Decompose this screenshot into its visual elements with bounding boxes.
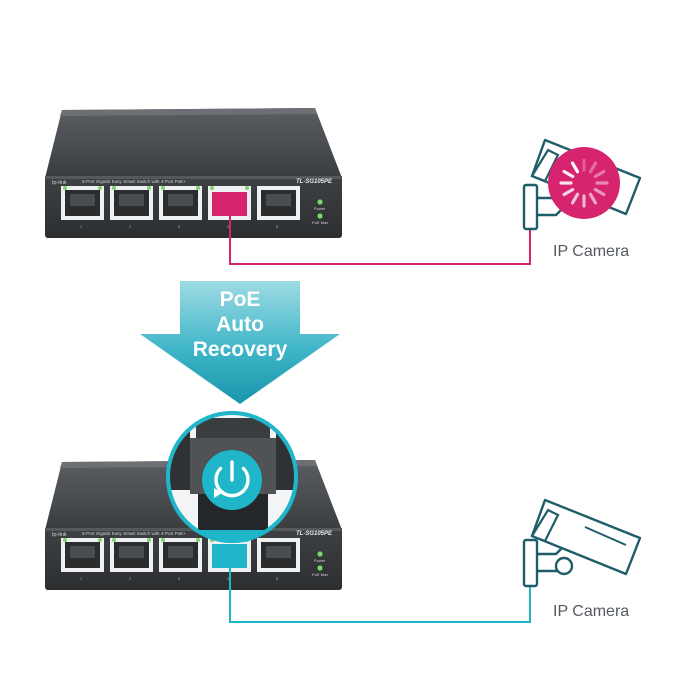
port-4-recovered — [208, 538, 251, 572]
power-led — [317, 551, 323, 557]
arrow-text-line3: Recovery — [193, 338, 288, 361]
port-2 — [110, 538, 153, 572]
port-number: 3 — [178, 576, 181, 581]
switch-description: 5-Port Gigabit Easy Smart Switch with 4-… — [82, 179, 186, 184]
spinner-tick — [588, 161, 598, 174]
port-5 — [257, 186, 300, 220]
port-number: 2 — [129, 224, 132, 229]
port-number: 5 — [276, 576, 279, 581]
arrow-text-line1: PoE — [220, 288, 261, 311]
spinner-tick — [562, 187, 575, 197]
camera-bottom-label: IP Camera — [553, 603, 629, 620]
camera-top-label: IP Camera — [553, 243, 629, 260]
poe-cable-recovered — [229, 562, 531, 623]
port-number: 1 — [80, 576, 83, 581]
power-led — [317, 199, 323, 205]
switch-top: tp-link 5-Port Gigabit Easy Smart Switch… — [45, 108, 342, 238]
port-number: 5 — [276, 224, 279, 229]
brand-logo: tp-link — [52, 180, 67, 186]
brand-logo: tp-link — [52, 532, 67, 538]
model-label: TL-SG105PE — [296, 531, 333, 537]
port-number: 3 — [178, 224, 181, 229]
port-3 — [159, 538, 202, 572]
poe-cable-faulty — [229, 205, 531, 265]
port-number: 1 — [80, 224, 83, 229]
spinner-icon — [548, 147, 620, 219]
port-1 — [61, 538, 104, 572]
spinner-tick — [593, 187, 606, 197]
port-number: 2 — [129, 576, 132, 581]
power-led-label: Power — [314, 558, 326, 563]
recovery-arrow — [140, 281, 340, 404]
spinner-tick — [588, 192, 598, 205]
power-led-label: Power — [314, 206, 326, 211]
port-4-faulty — [208, 186, 251, 220]
camera-top — [522, 138, 642, 231]
spinner-tick — [570, 192, 580, 205]
port-5 — [257, 538, 300, 572]
port-2 — [110, 186, 153, 220]
poe-max-led — [317, 565, 323, 571]
security-camera-icon — [522, 498, 642, 588]
poe-max-led-label: PoE Max — [312, 220, 328, 225]
spinner-tick — [593, 169, 606, 179]
arrow-text-line2: Auto — [216, 313, 264, 336]
power-recovery-icon — [202, 450, 262, 510]
port-1 — [61, 186, 104, 220]
port-number: 4 — [227, 576, 230, 581]
port-number: 4 — [227, 224, 230, 229]
spinner-tick — [562, 169, 575, 179]
switch-description: 5-Port Gigabit Easy Smart Switch with 4-… — [82, 531, 186, 536]
poe-max-led-label: PoE Max — [312, 572, 328, 577]
port-3 — [159, 186, 202, 220]
model-label: TL-SG105PE — [296, 179, 333, 185]
poe-max-led — [317, 213, 323, 219]
spinner-tick — [570, 161, 580, 174]
